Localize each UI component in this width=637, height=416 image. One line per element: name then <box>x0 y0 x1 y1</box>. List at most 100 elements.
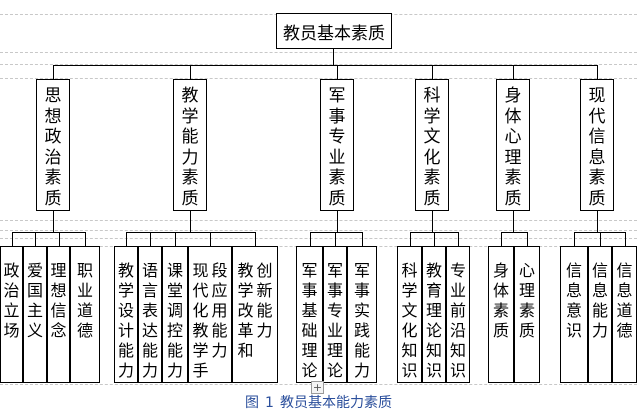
child-connector <box>335 232 336 246</box>
child-label: 心理素质 <box>518 261 535 340</box>
category-connector <box>53 65 54 79</box>
child-bus <box>11 232 86 233</box>
category-connector <box>597 65 598 79</box>
child-connector <box>11 232 13 246</box>
child-connector <box>458 232 459 246</box>
guide-line <box>0 230 637 231</box>
child-label: 职业道德 <box>76 261 93 340</box>
child-box: 军事专业理论 <box>323 246 347 383</box>
move-handle-icon[interactable]: + <box>311 381 324 394</box>
child-label: 身体素质 <box>492 261 509 340</box>
child-label: 课堂调控能力 <box>166 261 183 380</box>
child-bus <box>126 232 256 233</box>
child-label: 专业前沿知识 <box>449 261 466 380</box>
child-connector <box>309 232 311 246</box>
category-label: 思想政治素质 <box>44 86 62 209</box>
child-box: 语言表达能力 <box>138 246 162 383</box>
child-label: 军事基础理论 <box>301 261 318 380</box>
child-box: 信息道德 <box>612 246 637 383</box>
child-label: 教学改革和创新能力 <box>237 261 273 360</box>
child-label: 政治立场 <box>3 261 20 340</box>
child-stem <box>53 211 54 232</box>
caption-text: 教员基本能力素质 <box>279 395 392 411</box>
child-box: 课堂调控能力 <box>162 246 188 383</box>
child-connector <box>501 232 502 246</box>
category-connector <box>432 65 433 79</box>
child-connector <box>35 232 36 246</box>
root-label: 教员基本素质 <box>283 23 385 44</box>
child-box: 教学改革和创新能力 <box>232 246 278 383</box>
child-label: 军事实践能力 <box>353 261 370 380</box>
child-connector <box>624 232 626 246</box>
child-connector <box>409 232 411 246</box>
category-label: 身体心理素质 <box>504 86 522 209</box>
caption-number: 1 <box>265 395 274 411</box>
category-bus <box>53 65 598 66</box>
category-box: 教学能力素质 <box>173 79 207 211</box>
child-box: 心理素质 <box>514 246 540 383</box>
guide-line <box>0 78 637 79</box>
child-connector <box>175 232 176 246</box>
category-box: 身体心理素质 <box>496 79 530 211</box>
child-connector <box>362 232 363 246</box>
category-label: 科学文化素质 <box>423 86 441 209</box>
child-box: 军事基础理论 <box>296 246 323 383</box>
child-connector <box>255 232 256 246</box>
child-connector <box>210 232 211 246</box>
child-label: 科学文化知识 <box>401 261 418 380</box>
guide-line <box>0 52 637 53</box>
child-label: 信息道德 <box>616 261 633 340</box>
category-label: 现代信息素质 <box>588 86 606 209</box>
child-stem <box>597 211 598 232</box>
caption-prefix: 图 <box>245 395 260 411</box>
child-connector <box>58 232 60 246</box>
child-box: 军事实践能力 <box>347 246 377 383</box>
child-stem <box>190 211 191 232</box>
child-bus <box>501 232 528 233</box>
root-node: 教员基本素质 <box>276 13 392 49</box>
child-box: 科学文化知识 <box>397 246 422 383</box>
child-label: 信息意识 <box>565 261 582 340</box>
category-box: 科学文化素质 <box>415 79 449 211</box>
child-connector <box>600 232 601 246</box>
child-label: 信息能力 <box>591 261 608 340</box>
category-box: 现代信息素质 <box>580 79 614 211</box>
child-box: 现代化教学手段应用能力 <box>188 246 232 383</box>
child-connector <box>126 232 127 246</box>
child-label: 军事专业理论 <box>326 261 343 380</box>
child-box: 理想信念 <box>47 246 70 383</box>
child-box: 教育理论知识 <box>422 246 446 383</box>
child-stem <box>337 211 338 232</box>
child-label: 现代化教学手段应用能力 <box>192 261 228 380</box>
child-connector <box>85 232 86 246</box>
category-connector <box>190 65 191 79</box>
child-connector <box>434 232 435 246</box>
child-label: 教学设计能力 <box>117 261 134 380</box>
category-box: 思想政治素质 <box>36 79 70 211</box>
guide-line <box>0 64 637 65</box>
child-connector <box>574 232 575 246</box>
category-label: 教学能力素质 <box>181 86 199 209</box>
child-box: 教学设计能力 <box>114 246 138 383</box>
child-label: 理想信念 <box>50 261 67 340</box>
child-connector <box>150 232 151 246</box>
category-box: 军事专业素质 <box>320 79 354 211</box>
child-box: 身体素质 <box>488 246 514 383</box>
guide-line <box>0 220 637 221</box>
child-bus <box>309 232 363 233</box>
child-box: 信息能力 <box>588 246 612 383</box>
child-stem <box>513 211 514 232</box>
child-box: 爱国主义 <box>23 246 47 383</box>
child-box: 政治立场 <box>0 246 23 383</box>
child-bus <box>574 232 626 233</box>
child-box: 信息意识 <box>560 246 588 383</box>
root-connector <box>333 49 334 65</box>
child-label: 爱国主义 <box>26 261 43 340</box>
child-label: 教育理论知识 <box>425 261 442 380</box>
category-connector <box>337 65 338 79</box>
child-box: 专业前沿知识 <box>446 246 470 383</box>
category-label: 军事专业素质 <box>328 86 346 209</box>
child-label: 语言表达能力 <box>141 261 158 380</box>
